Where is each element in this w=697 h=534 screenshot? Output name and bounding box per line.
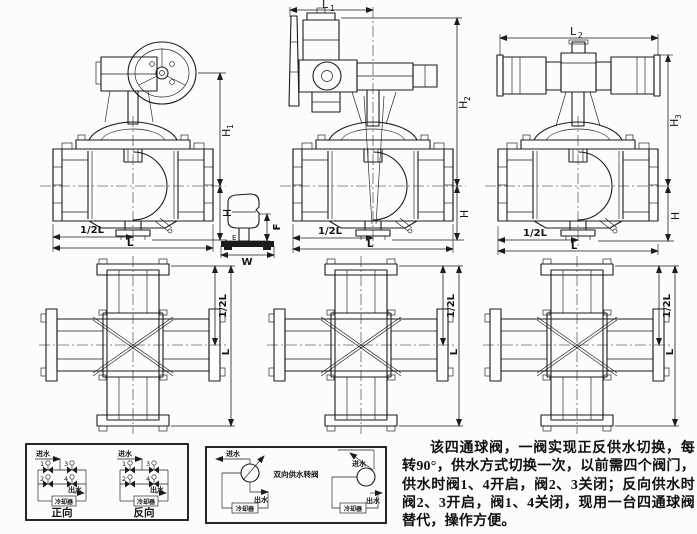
dim-L2: L 2 (570, 25, 583, 40)
dim-halfL: 1/2L (446, 293, 457, 318)
outlet-label: 出水 (68, 485, 83, 494)
schematic-panel: 进水 出水 冷却器 双向供水转阀 进水 冷却器 出水 (205, 446, 387, 524)
cross-section-view-2: 1/2L L (266, 255, 463, 435)
dim-W: W (241, 257, 252, 268)
view-manual-valve: H 1 H 1/2L L (39, 41, 235, 252)
schematic-left: 进水 出水 冷却器 (215, 449, 269, 514)
svg-text:H: H (220, 129, 233, 137)
flow-diagram-reverse: 进水 1 3 2 4 冷却器 出水 反向 (117, 449, 169, 519)
dim-L: L (221, 348, 232, 355)
cooler-label: 冷却器 (236, 505, 255, 513)
forward-caption: 正向 (52, 506, 73, 519)
dim-halfL: 1/2L (218, 293, 229, 318)
inlet-label: 进水 (118, 449, 133, 458)
dim-halfL: 1/2L (318, 226, 343, 237)
inlet-label: 进水 (352, 459, 367, 468)
dim-halfL: 1/2L (523, 228, 548, 239)
outlet-label: 出水 (150, 485, 165, 494)
cross-section-view-1: 1/2L L (38, 255, 235, 435)
view-pneumatic-valve: L 2 H 3 H 1/2L L (484, 25, 683, 255)
dim-H1: H 1 (220, 124, 235, 137)
svg-text:H: H (668, 119, 681, 127)
cross-section-view-3: 1/2L L (482, 255, 679, 435)
valve-number: 2 (40, 475, 44, 483)
dim-L: L (665, 348, 676, 355)
valve-number: 3 (146, 460, 150, 468)
dim-H2: H 2 (457, 96, 472, 109)
svg-text:L: L (322, 0, 329, 11)
dim-H: H (669, 212, 682, 220)
dim-F: F (272, 224, 283, 231)
dim-E: E (232, 234, 236, 242)
valve-number: 1 (122, 460, 126, 468)
cooler-label: 冷却器 (137, 498, 156, 506)
svg-text:2: 2 (463, 96, 472, 101)
dim-halfL: 1/2L (80, 225, 105, 236)
svg-text:3: 3 (674, 114, 683, 119)
svg-text:1: 1 (226, 124, 235, 129)
dim-L1: L 1 (322, 0, 335, 13)
reverse-caption: 反向 (134, 506, 155, 519)
dim-L: L (571, 241, 578, 252)
rotary-valve-label: 双向供水转阀 (274, 469, 319, 479)
dim-L: L (449, 348, 460, 355)
view-electric-valve: L 1 H 2 H 1/2L L (279, 0, 472, 253)
svg-text:1: 1 (330, 4, 335, 13)
cooler-label: 冷却器 (344, 505, 363, 513)
dim-H: H (458, 210, 471, 218)
inlet-label: 进水 (226, 449, 241, 458)
electric-actuator (288, 7, 438, 113)
cooler-label: 冷却器 (55, 498, 74, 506)
dim-L: L (127, 238, 134, 249)
svg-text:L: L (570, 25, 577, 38)
valve-number: 1 (40, 460, 44, 468)
schematic-right: 进水 冷却器 出水 (331, 449, 383, 514)
outlet-label: 出水 (366, 496, 381, 505)
flow-diagram-panel: 进水 1 3 2 4 冷却器 出水 正向 进水 (25, 443, 189, 521)
pneumatic-actuator (496, 39, 661, 97)
svg-text:2: 2 (578, 31, 583, 40)
flow-diagram-forward: 进水 1 3 2 4 冷却器 出水 正向 (35, 449, 87, 519)
outlet-label: 出水 (254, 495, 269, 504)
dim-H3: H 3 (668, 114, 683, 127)
valve-number: 2 (122, 475, 126, 483)
dim-halfL: 1/2L (662, 293, 673, 318)
inlet-label: 进水 (36, 449, 51, 458)
dim-L: L (367, 239, 374, 250)
insert-actuator-footprint: E F W (220, 193, 283, 268)
description-text: 该四通球阀，一阀实现正反供水切换，每转90°，供水方式切换一次，以前需四个阀门，… (402, 441, 695, 530)
valve-number: 3 (64, 460, 68, 468)
valve-number: 4 (146, 475, 150, 483)
svg-text:H: H (457, 101, 470, 109)
valve-number: 4 (64, 475, 68, 483)
handwheel-icon (127, 41, 197, 105)
